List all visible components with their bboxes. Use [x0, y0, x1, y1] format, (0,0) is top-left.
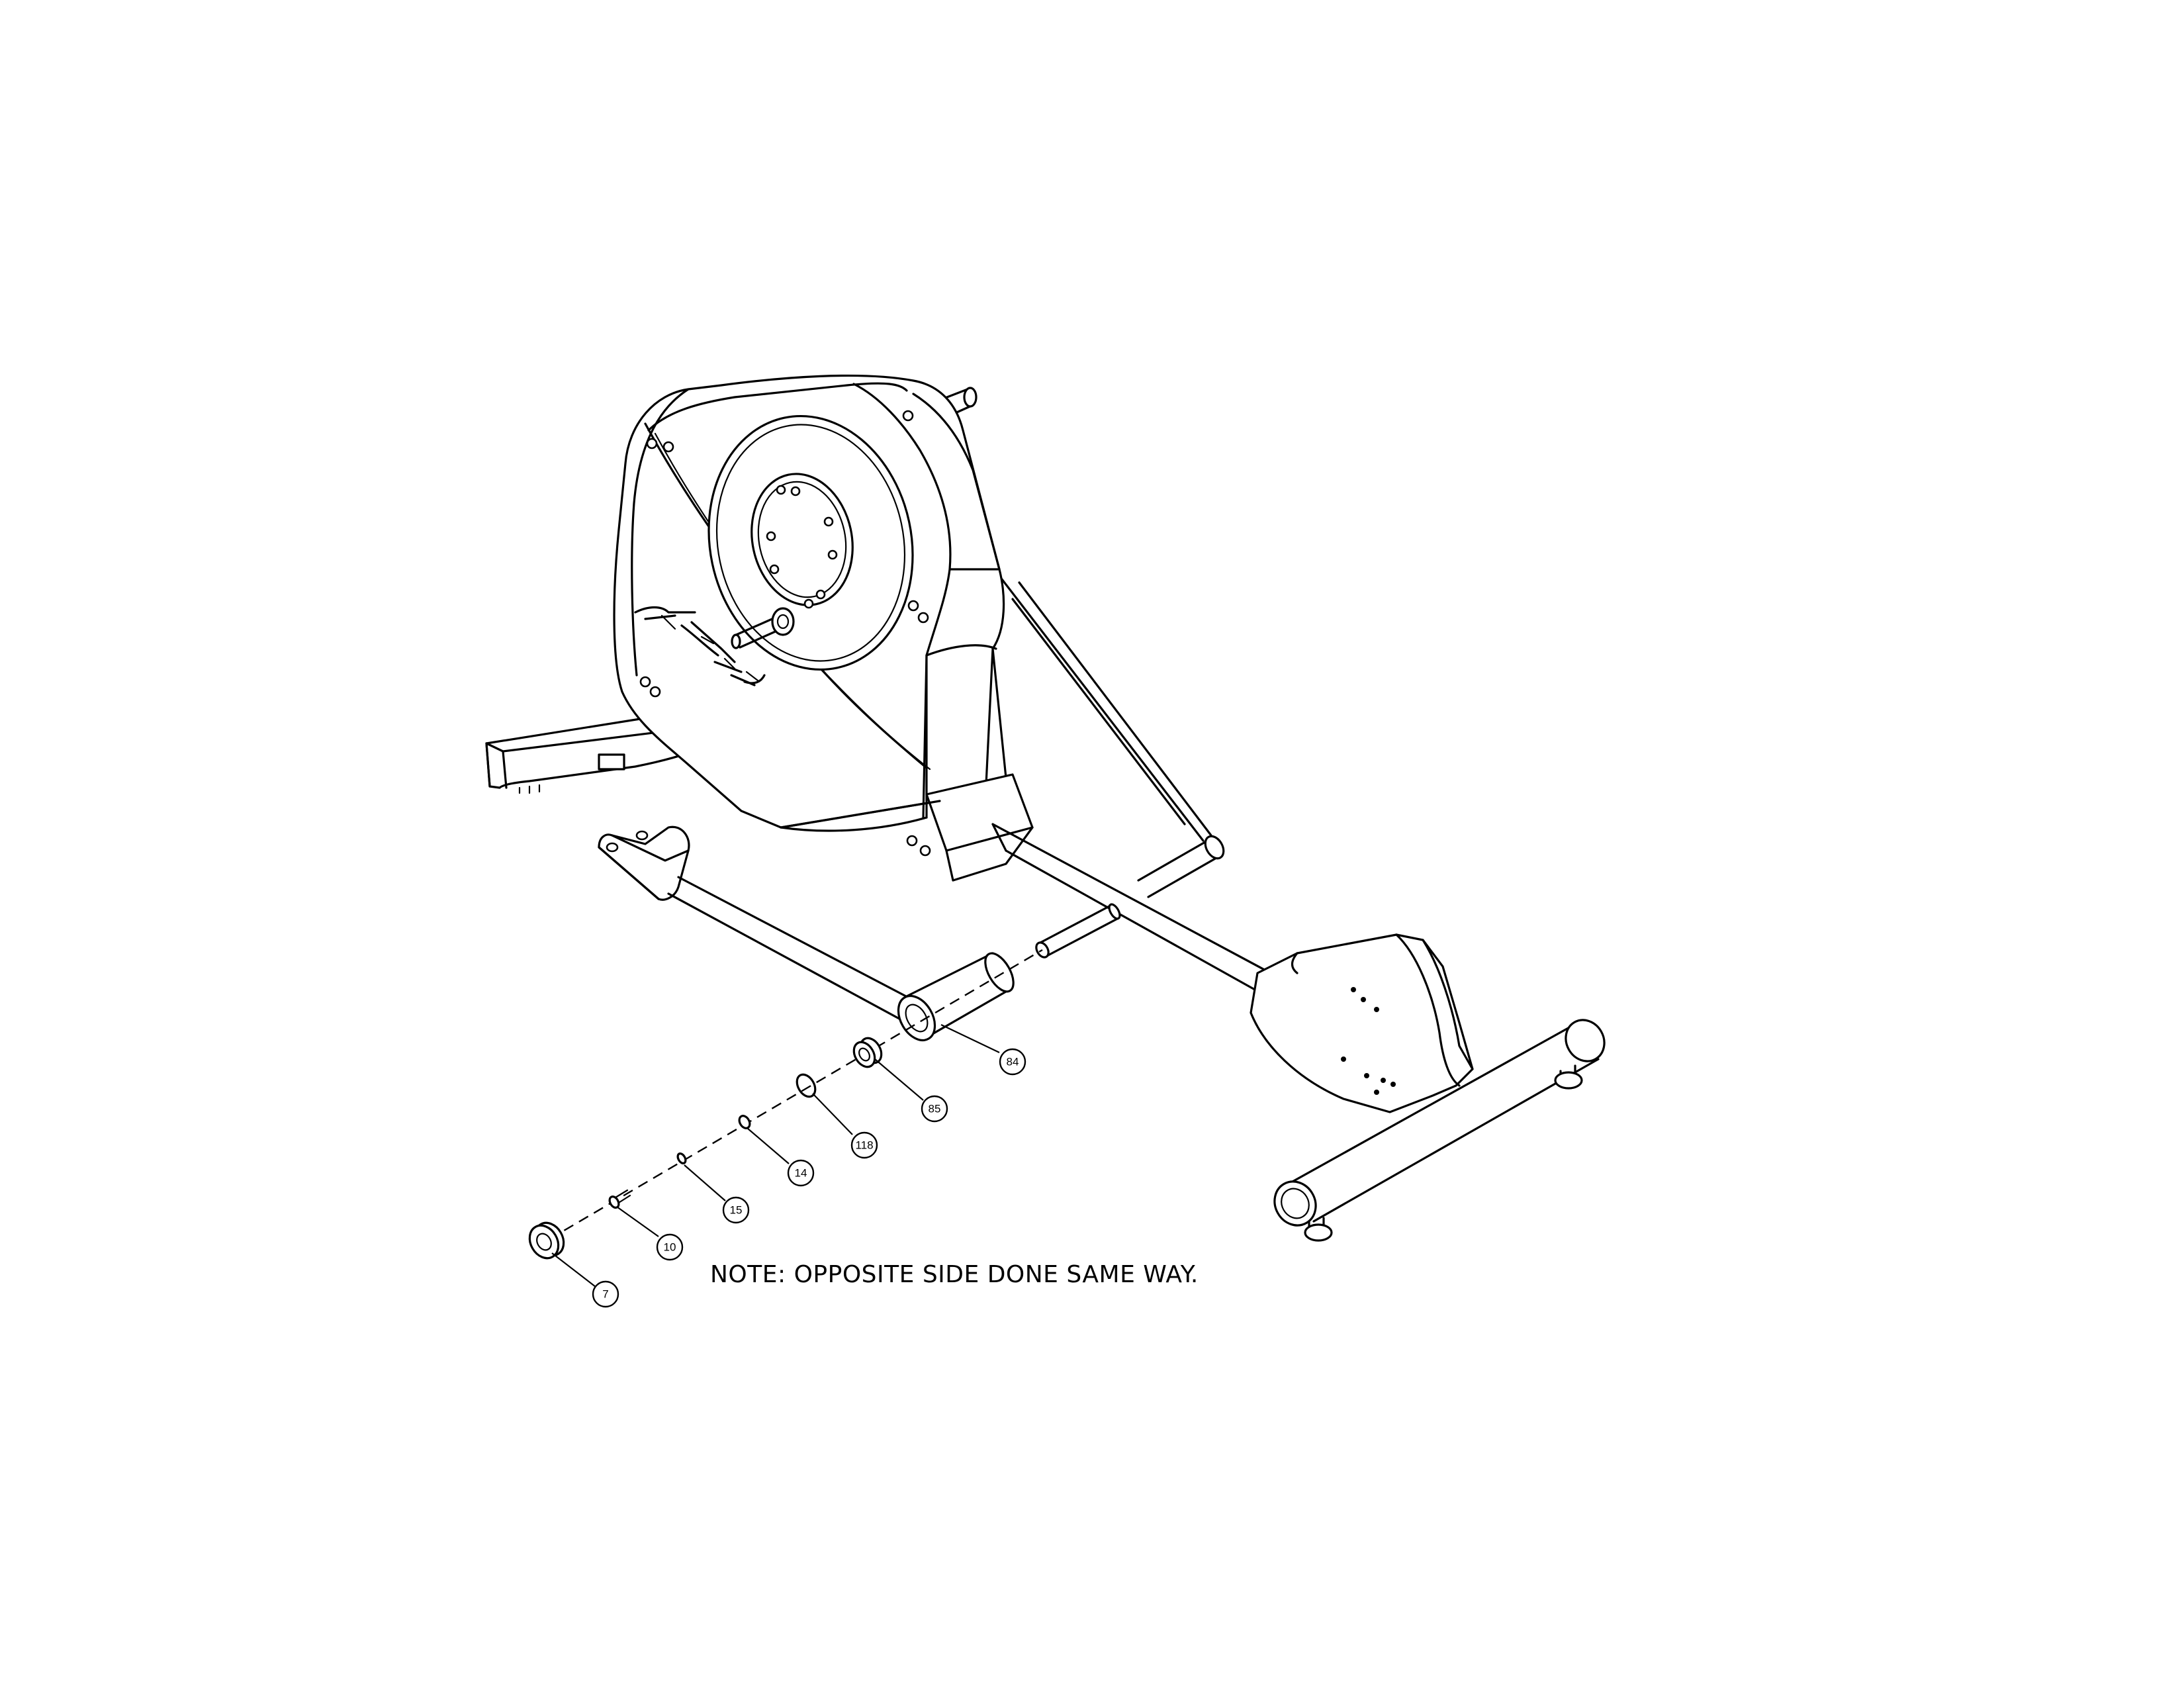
lock-washer-15	[676, 1152, 687, 1164]
callout-84: 84	[999, 1048, 1026, 1076]
callout-14: 14	[787, 1159, 815, 1187]
assembly-centerline	[549, 949, 1043, 1241]
leveler-feet	[1304, 1064, 1583, 1242]
callout-10: 10	[656, 1233, 684, 1261]
svg-text:84: 84	[1007, 1056, 1019, 1068]
crank-shaft-stub	[731, 607, 795, 649]
assembly-note: NOTE: OPPOSITE SIDE DONE SAME WAY.	[710, 1261, 1199, 1288]
main-rail-beam	[991, 823, 1272, 994]
snap-ring-118	[796, 1073, 817, 1098]
svg-text:118: 118	[855, 1139, 873, 1152]
callout-15: 15	[722, 1196, 750, 1224]
pedal-arm-84	[598, 825, 1015, 1042]
svg-text:14: 14	[795, 1167, 807, 1180]
callout-7: 7	[592, 1280, 619, 1308]
svg-text:7: 7	[602, 1288, 608, 1301]
end-cap-7	[528, 1221, 565, 1260]
front-foot-bracket	[1250, 933, 1474, 1113]
housing-screw-holes	[639, 410, 931, 857]
flywheel-housing	[613, 374, 1034, 882]
callout-118: 118	[850, 1131, 878, 1159]
svg-text:15: 15	[730, 1204, 743, 1217]
disc-bolt-holes	[766, 485, 838, 609]
front-stabilizer-tube	[1273, 1019, 1606, 1242]
svg-text:85: 85	[929, 1103, 941, 1115]
brand-logo	[634, 606, 766, 686]
callout-85: 85	[921, 1095, 948, 1123]
svg-text:10: 10	[664, 1241, 676, 1254]
washer-14	[738, 1115, 751, 1129]
callout-leaders	[551, 1024, 1000, 1288]
diagonal-support-strut	[998, 575, 1212, 842]
axle-shaft	[1035, 903, 1121, 959]
bearing-85	[852, 1037, 883, 1068]
